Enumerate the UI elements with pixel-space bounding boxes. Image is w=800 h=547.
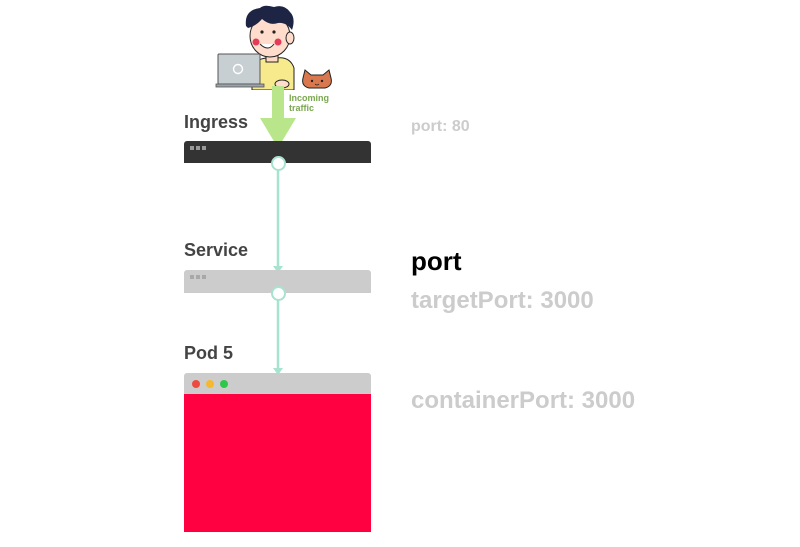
user-with-laptop-illustration <box>215 5 295 90</box>
ingress-bar <box>184 141 371 163</box>
service-target-port-text: targetPort: 3000 <box>411 287 594 314</box>
service-connector-circle <box>271 286 286 301</box>
connector-arrowhead-service <box>273 266 283 273</box>
ingress-connector-circle <box>271 156 286 171</box>
cat-icon <box>302 69 332 89</box>
ingress-label: Ingress <box>184 112 249 132</box>
incoming-traffic-line1: Incoming <box>289 93 329 103</box>
incoming-traffic-label: Incoming traffic <box>289 93 329 113</box>
pod-window <box>184 373 371 532</box>
service-label: Service <box>184 240 249 260</box>
connector-arrowhead-pod <box>273 368 283 375</box>
pod-window-titlebar <box>184 373 371 394</box>
connector-lines <box>273 168 283 375</box>
pod-container-port-text: containerPort: 3000 <box>411 387 636 414</box>
maximize-dot-icon <box>220 380 228 388</box>
window-dots-icon <box>190 146 206 150</box>
close-dot-icon <box>192 380 200 388</box>
service-port-text: port <box>411 246 462 276</box>
minimize-dot-icon <box>206 380 214 388</box>
pod-label: Pod 5 <box>184 343 234 363</box>
incoming-traffic-line2: traffic <box>289 103 315 113</box>
window-dots-icon <box>190 275 206 279</box>
pod-window-body <box>184 394 371 532</box>
incoming-traffic-arrow <box>260 86 296 148</box>
service-bar <box>184 270 371 293</box>
ingress-port-text: port: 80 <box>411 118 470 135</box>
